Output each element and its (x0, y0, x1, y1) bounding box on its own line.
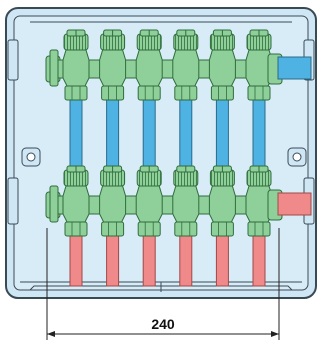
outlet-nut (137, 221, 161, 237)
valve-body (99, 185, 127, 223)
outlet-nut (247, 221, 271, 237)
outlet-nut (210, 85, 234, 101)
valve (172, 29, 200, 101)
outlet-nut (137, 85, 161, 101)
valve (99, 165, 127, 237)
return-pipe (179, 235, 193, 287)
outlet-nut (174, 221, 198, 237)
return-manifold-bar (45, 165, 283, 237)
return-pipe (215, 235, 229, 287)
valve-body (135, 49, 163, 87)
valve-body (99, 49, 127, 87)
valve-body (172, 185, 200, 223)
return-pipe (69, 235, 83, 287)
valve (62, 165, 90, 237)
valve (99, 29, 127, 101)
valve (135, 29, 163, 101)
outlet-nut (64, 221, 88, 237)
valve (172, 165, 200, 237)
valve (135, 165, 163, 237)
manifolds (45, 29, 283, 237)
outlet-nut (210, 221, 234, 237)
left-clip-bottom (7, 177, 19, 225)
supply-inlet-pipe (277, 56, 312, 80)
return-outlet-pipe (277, 192, 312, 216)
left-mount-hole (21, 147, 41, 167)
right-mount-hole (287, 147, 307, 167)
return-pipe (252, 235, 266, 287)
return-pipe (106, 235, 120, 287)
end-nut (49, 49, 59, 87)
valve-body (208, 49, 236, 87)
valve-body (62, 185, 90, 223)
valve (245, 165, 273, 237)
outlet-nut (64, 85, 88, 101)
dimension-label: 240 (151, 316, 175, 332)
valve (208, 165, 236, 237)
valve-body (208, 185, 236, 223)
outlet-nut (101, 85, 125, 101)
outlet-nut (101, 221, 125, 237)
supply-manifold-bar (45, 29, 283, 101)
valve (208, 29, 236, 101)
pipes (69, 95, 266, 287)
outlet-nut (247, 85, 271, 101)
outlet-nut (174, 85, 198, 101)
end-nut (49, 185, 59, 223)
valve-body (172, 49, 200, 87)
return-pipe (142, 235, 156, 287)
left-clip-top (7, 39, 19, 81)
valve (245, 29, 273, 101)
valve-body (62, 49, 90, 87)
valve (62, 29, 90, 101)
dimension-240: 240 (46, 228, 280, 340)
valve-body (135, 185, 163, 223)
